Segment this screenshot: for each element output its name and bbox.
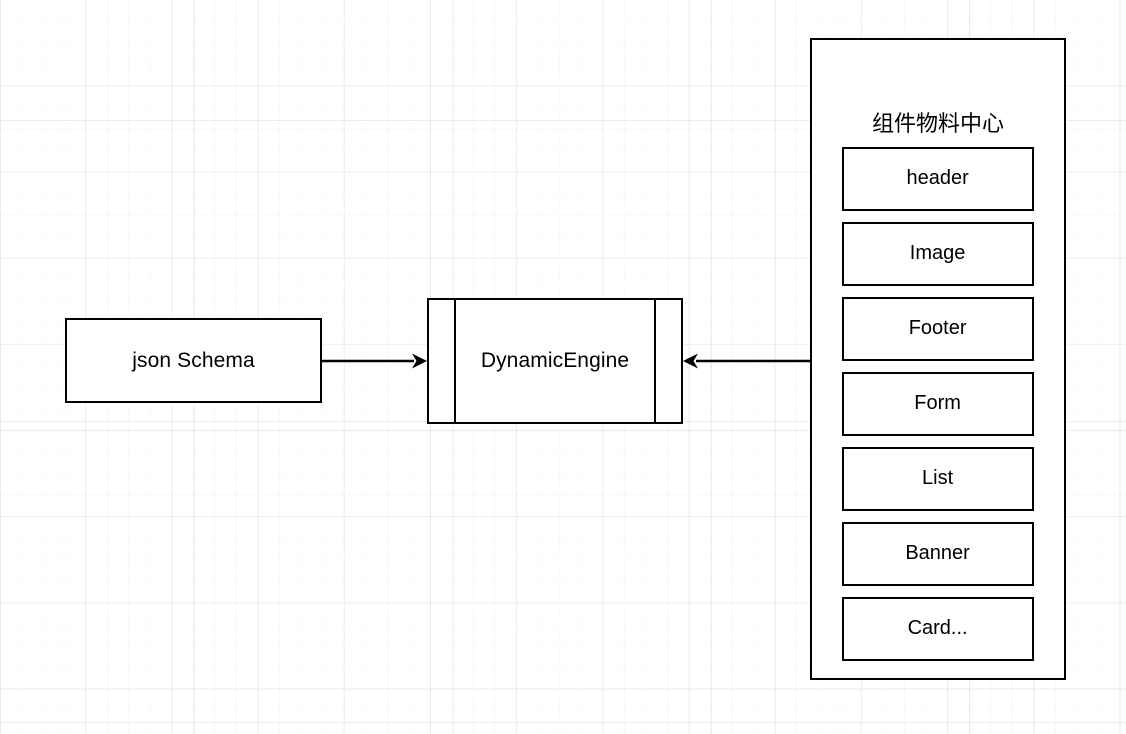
edge-materials-to-engine: [683, 353, 810, 369]
grid-band-horizontal: [0, 722, 1126, 723]
node-dynamic-engine-label: DynamicEngine: [480, 349, 630, 373]
panel-item-label: Form: [914, 392, 961, 415]
grid-band-horizontal: [0, 120, 1126, 121]
panel-item[interactable]: Image: [841, 221, 1034, 286]
panel-item[interactable]: Card...: [841, 596, 1034, 661]
panel-item-label: Banner: [905, 542, 970, 565]
panel-item-label: Footer: [908, 317, 967, 340]
panel-item-label: header: [906, 167, 969, 190]
panel-item[interactable]: Form: [841, 371, 1034, 436]
edge-schema-to-engine: [322, 353, 427, 369]
node-dynamic-engine[interactable]: DynamicEngine: [427, 298, 683, 424]
panel-item[interactable]: header: [841, 146, 1034, 211]
panel-item-label: List: [922, 467, 954, 490]
node-json-schema[interactable]: json Schema: [65, 318, 322, 403]
node-json-schema-label: json Schema: [132, 348, 255, 372]
arrowhead-icon: [412, 353, 427, 369]
panel-item[interactable]: List: [841, 446, 1034, 511]
uml-divider-right: [654, 300, 657, 422]
panel-item-label: Image: [909, 242, 966, 265]
grid-band-vertical: [711, 0, 712, 734]
arrowhead-icon: [683, 353, 698, 369]
uml-divider-left: [453, 300, 456, 422]
grid-band-vertical: [0, 0, 1, 734]
panel-item[interactable]: Banner: [841, 521, 1034, 586]
panel-item-label: Card...: [907, 617, 968, 640]
panel-title: 组件物料中心: [871, 111, 1004, 136]
panel-item[interactable]: Footer: [841, 296, 1034, 361]
